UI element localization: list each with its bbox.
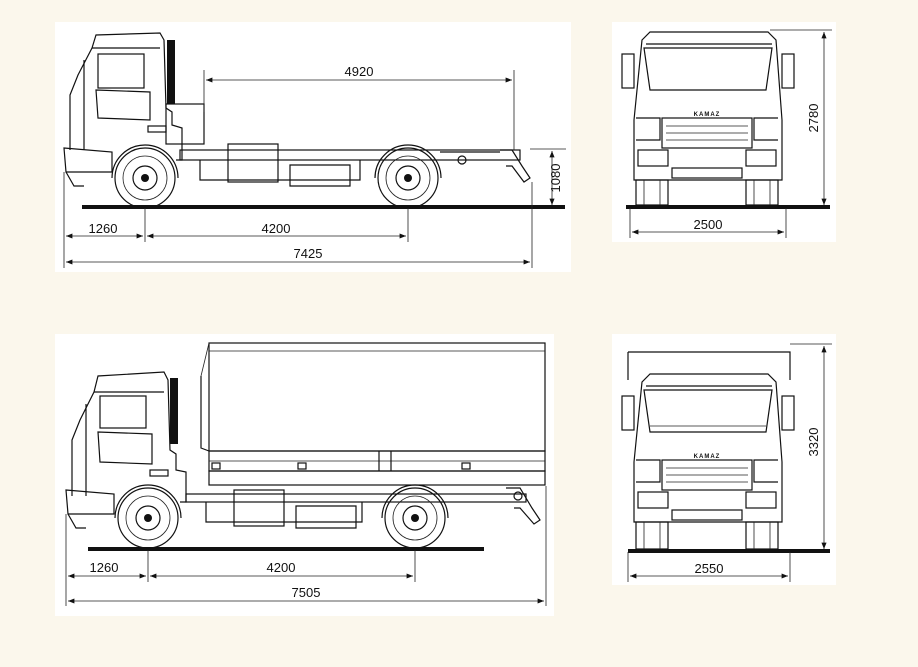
- dim-label-4920: 4920: [345, 64, 374, 79]
- dim-label-1260: 1260: [89, 221, 118, 236]
- exhaust-stack: [170, 378, 178, 444]
- tarpaulin-cover-front: [627, 351, 791, 380]
- grille-badge: KAMAZ: [694, 112, 721, 118]
- chassis-frame: [179, 143, 531, 187]
- chassis-side-view: 4920 1080 1260 4200 7425: [63, 32, 566, 268]
- grille-badge: KAMAZ: [694, 454, 721, 460]
- chassis-front-view: KAMAZ 2780 2500: [621, 29, 832, 238]
- cab-outline: [65, 371, 187, 529]
- dim-label-3320: 3320: [806, 428, 821, 457]
- ground-line: [626, 205, 830, 209]
- ground-line: [628, 549, 830, 553]
- dim-label-7425: 7425: [294, 246, 323, 261]
- dim-label-2550: 2550: [695, 561, 724, 576]
- dim-label-1080: 1080: [548, 164, 563, 193]
- ground-line: [82, 205, 565, 209]
- front-wheels: [635, 179, 779, 206]
- exhaust-stack: [167, 40, 175, 104]
- cargo-body: [208, 450, 546, 486]
- cab-front-outline: [621, 31, 795, 181]
- flatbed-side-view: 1260 4200 7505: [65, 342, 547, 606]
- cab-front-outline: [621, 373, 795, 523]
- flatbed-front-view: KAMAZ 3320 2550: [621, 343, 832, 582]
- dim-label-7505: 7505: [292, 585, 321, 600]
- chassis-frame: [185, 487, 541, 529]
- dim-label-4200: 4200: [267, 560, 296, 575]
- dim-label-1260: 1260: [90, 560, 119, 575]
- rear-wheel: [374, 144, 442, 209]
- ground-line: [88, 547, 484, 551]
- rear-wheel: [381, 484, 449, 549]
- panel-chassis-side: [55, 22, 571, 272]
- cab-outline: [63, 32, 183, 187]
- dim-label-2500: 2500: [694, 217, 723, 232]
- dim-label-4200: 4200: [262, 221, 291, 236]
- front-wheels: [635, 521, 779, 550]
- air-intake: [165, 103, 205, 145]
- front-wheel: [114, 484, 182, 549]
- panel-flatbed-side: [55, 334, 554, 616]
- dim-label-2780: 2780: [806, 104, 821, 133]
